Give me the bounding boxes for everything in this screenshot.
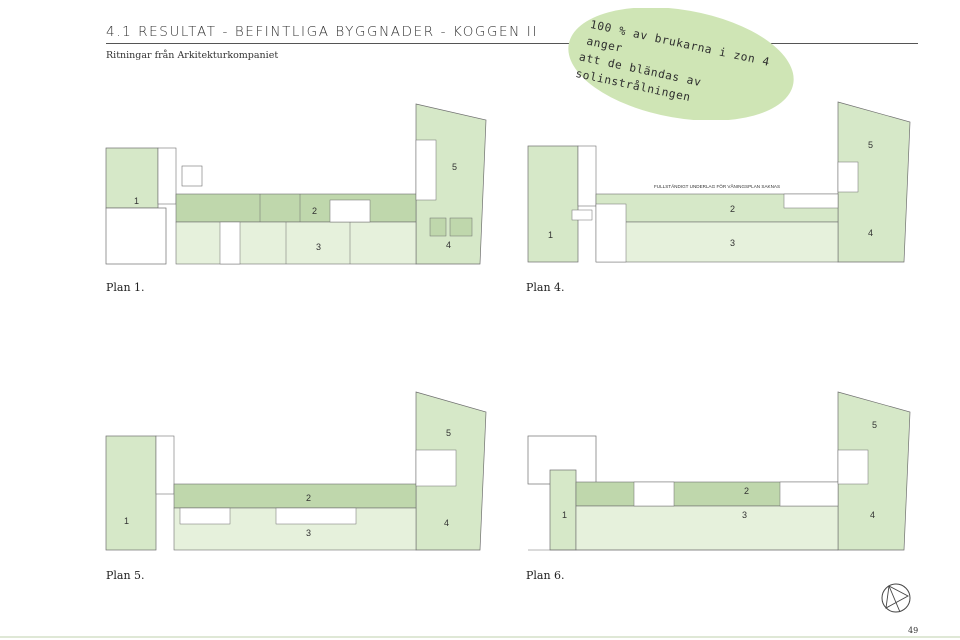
plan-4-label: Plan 4. [526, 281, 565, 294]
floor-plan-1: 1 2 3 4 5 [105, 103, 487, 265]
title-rule [106, 43, 918, 44]
plan-4-zone-2: 2 [730, 204, 735, 214]
plan-6-zone-4: 4 [870, 510, 875, 520]
floor-plan-4: FULLSTÄNDIGT UNDERLAG FÖR VÅNINGSPLAN SA… [527, 101, 911, 263]
plan-4-zone-3: 3 [730, 238, 735, 248]
plan-4-zone-1: 1 [548, 230, 553, 240]
plan-4-note: FULLSTÄNDIGT UNDERLAG FÖR VÅNINGSPLAN SA… [654, 183, 780, 189]
page-title: 4.1 RESULTAT - BEFINTLIGA BYGGNADER - KO… [106, 24, 538, 40]
plan-5-zone-4: 4 [444, 518, 449, 528]
plan-1-label: Plan 1. [106, 281, 145, 294]
plan-5-zone-3: 3 [306, 528, 311, 538]
plan-1-zone-4: 4 [446, 240, 451, 250]
callout-ellipse [568, 8, 794, 120]
plan-5-zone-5: 5 [446, 428, 451, 438]
plan-1-zone-1: 1 [134, 196, 139, 206]
plan-6-label: Plan 6. [526, 569, 565, 582]
plan-6-zone-2: 2 [744, 486, 749, 496]
plan-5-label: Plan 5. [106, 569, 145, 582]
plan-6-zone-1: 1 [562, 510, 567, 520]
plan-6-zone-3: 3 [742, 510, 747, 520]
footer-line [0, 636, 960, 638]
compass-north-arrow-icon [881, 583, 911, 613]
plan-1-zone-3: 3 [316, 242, 321, 252]
plan-4-zone-4: 4 [868, 228, 873, 238]
plan-1-zone-5: 5 [452, 162, 457, 172]
plan-4-zone-5: 5 [868, 140, 873, 150]
plan-6-zone-5: 5 [872, 420, 877, 430]
plan-5-zone-2: 2 [306, 493, 311, 503]
callout-bubble [568, 8, 794, 120]
plan-1-zone-2: 2 [312, 206, 317, 216]
page-subtitle: Ritningar från Arkitekturkompaniet [106, 50, 279, 61]
page-number: 49 [908, 626, 919, 635]
floor-plan-6: 1 2 3 4 5 [527, 391, 911, 551]
plan-5-zone-1: 1 [124, 516, 129, 526]
floor-plan-5: 1 2 3 4 5 [105, 391, 487, 551]
